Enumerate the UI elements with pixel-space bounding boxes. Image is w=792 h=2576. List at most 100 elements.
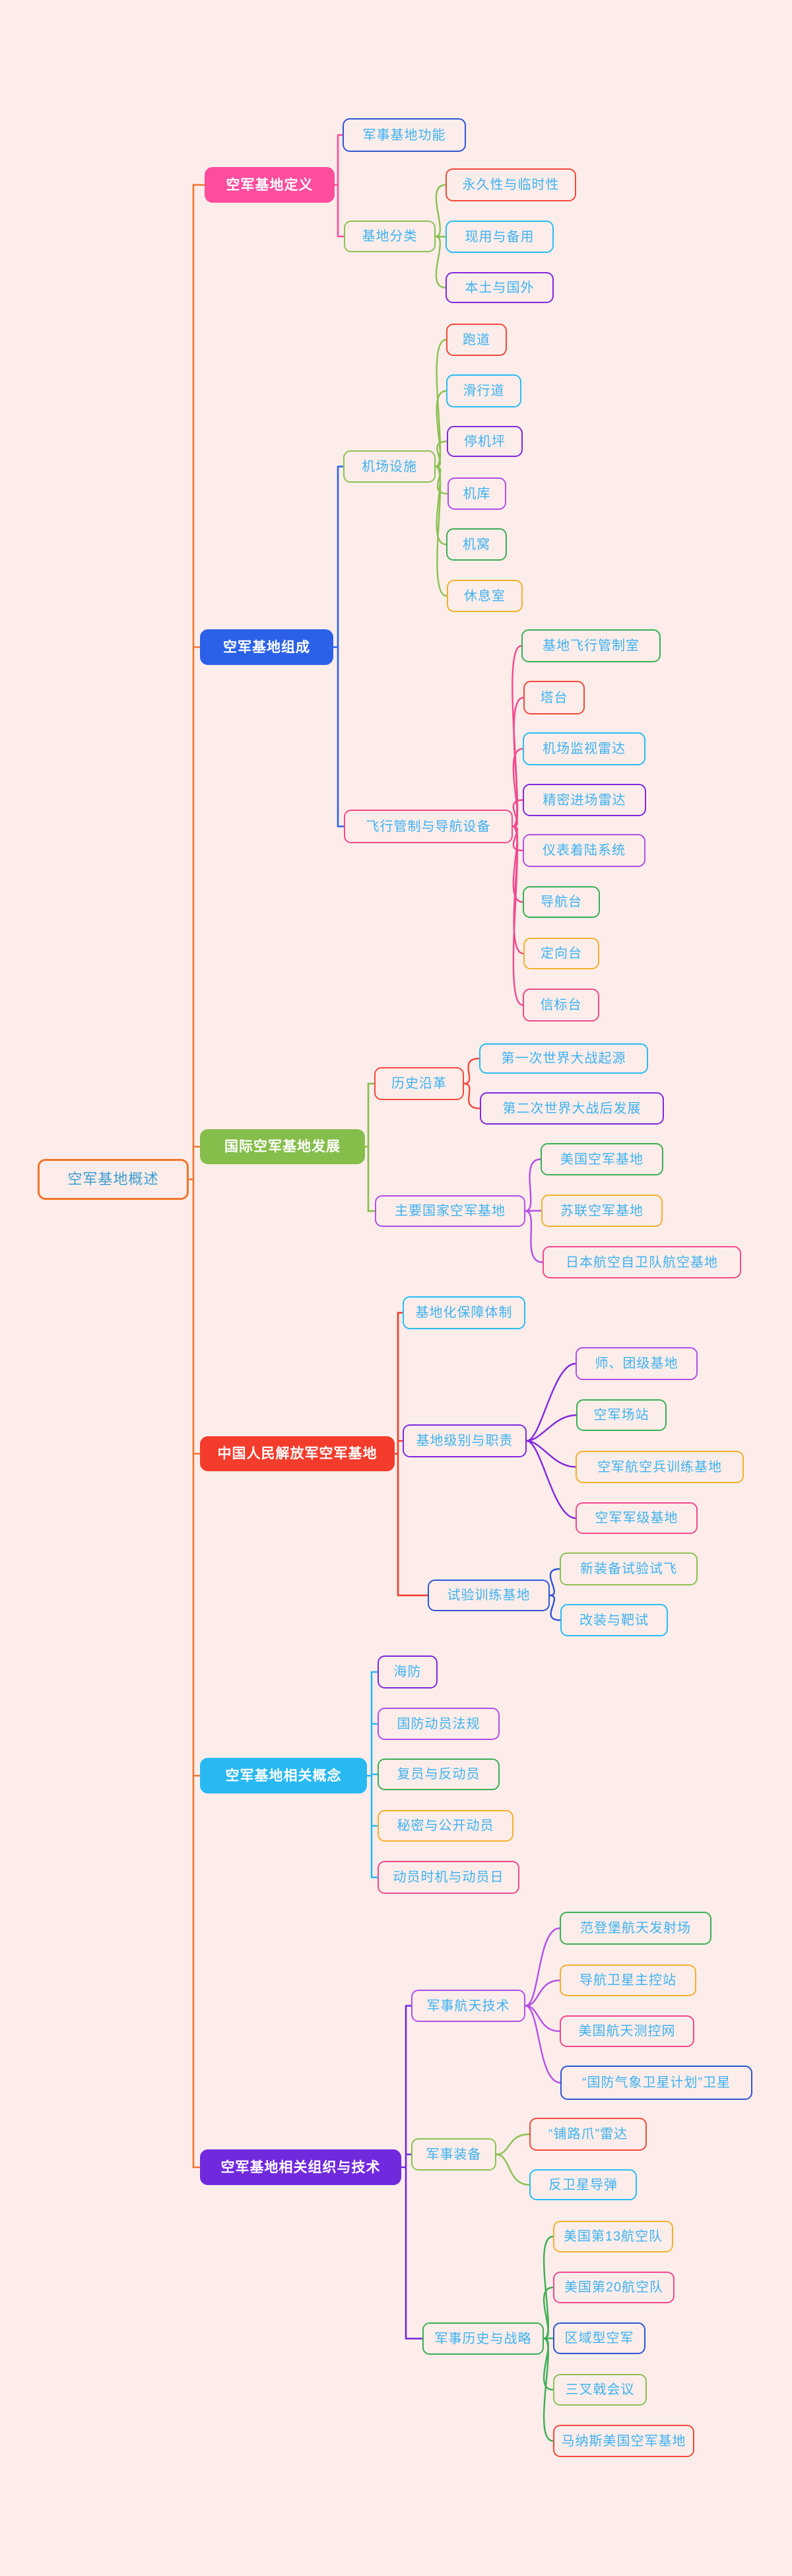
node-japanbase[interactable]: 日本航空自卫队航空基地 (543, 1246, 741, 1278)
edge-cls-perm (434, 184, 447, 238)
node-navaid[interactable]: 导航台 (523, 886, 600, 918)
edge-bracket-concept (366, 1671, 379, 1879)
node-vandenberg[interactable]: 范登堡航天发射场 (560, 1912, 711, 1945)
node-pla[interactable]: 中国人民解放军空军基地 (200, 1436, 395, 1471)
node-law[interactable]: 国防动员法规 (378, 1708, 500, 1740)
node-func[interactable]: 军事基地功能 (343, 118, 466, 152)
node-active[interactable]: 现用与备用 (446, 221, 554, 253)
node-sovietbase[interactable]: 苏联空军基地 (541, 1195, 663, 1227)
edge-hist-ww2 (463, 1082, 481, 1109)
edge-testbase-newequip (548, 1568, 561, 1597)
node-manas[interactable]: 马纳斯美国空军基地 (553, 2425, 694, 2457)
node-support[interactable]: 基地化保障体制 (403, 1296, 525, 1329)
node-comp[interactable]: 空军基地组成 (200, 629, 333, 665)
node-org[interactable]: 空军基地相关组织与技术 (200, 2149, 401, 2185)
node-trident[interactable]: 三叉戟会议 (553, 2374, 647, 2406)
node-asr[interactable]: 机场监视雷达 (523, 732, 645, 765)
node-levels[interactable]: 基地级别与职责 (403, 1424, 527, 1457)
node-corps[interactable]: 空军军级基地 (576, 1502, 698, 1534)
node-refit[interactable]: 改装与靶试 (560, 1604, 668, 1636)
edge-levels-corps (525, 1440, 577, 1519)
node-histwar[interactable]: 军事历史与战略 (422, 2322, 544, 2355)
node-testbase[interactable]: 试验训练基地 (428, 1580, 550, 1611)
node-training[interactable]: 空军航空兵训练基地 (576, 1451, 744, 1483)
node-nations[interactable]: 主要国家空军基地 (375, 1195, 525, 1227)
node-newequip[interactable]: 新装备试验试飞 (560, 1552, 698, 1585)
edge-levels-division (525, 1362, 577, 1442)
edge-bracket-intl (364, 1082, 376, 1212)
node-df[interactable]: 定向台 (523, 938, 599, 969)
edge-fac-apron (434, 440, 448, 468)
node-tower[interactable]: 塔台 (523, 681, 585, 714)
edge-bracket-comp (332, 466, 345, 827)
edge-space-vandenberg (524, 1927, 561, 2007)
node-ils[interactable]: 仪表着陆系统 (523, 834, 645, 867)
node-lounge[interactable]: 休息室 (447, 580, 523, 612)
node-division[interactable]: 师、团级基地 (576, 1347, 698, 1380)
edge-equip-paws (495, 2133, 531, 2155)
node-regional[interactable]: 区域型空军 (553, 2322, 645, 2354)
node-timing[interactable]: 动员时机与动员日 (378, 1861, 519, 1894)
edge-space-dmsp (524, 2005, 562, 2084)
edge-levels-station (525, 1414, 578, 1442)
edge-cls-homeland (434, 235, 447, 289)
node-def1[interactable]: 空军基地定义 (205, 167, 335, 203)
edge-bracket-pla (393, 1311, 429, 1597)
node-equip[interactable]: 军事装备 (411, 2138, 496, 2171)
node-coastal[interactable]: 海防 (378, 1655, 438, 1688)
node-apron[interactable]: 停机坪 (447, 426, 523, 457)
node-beacon[interactable]: 信标台 (523, 989, 599, 1022)
node-af13[interactable]: 美国第13航空队 (553, 2221, 673, 2252)
node-hist[interactable]: 历史沿革 (374, 1067, 464, 1100)
node-ctrl[interactable]: 基地飞行管制室 (521, 629, 661, 662)
node-root[interactable]: 空军基地概述 (38, 1159, 189, 1200)
edge-bracket-root (187, 184, 206, 2169)
node-af20[interactable]: 美国第20航空队 (553, 2272, 675, 2303)
node-taxiway[interactable]: 滑行道 (446, 374, 521, 407)
node-perm[interactable]: 永久性与临时性 (446, 168, 576, 201)
node-asat[interactable]: 反卫星导弹 (529, 2169, 637, 2200)
node-spacenet[interactable]: 美国航天测控网 (560, 2015, 694, 2047)
node-ww1[interactable]: 第一次世界大战起源 (479, 1043, 648, 1074)
edge-nations-usbase (524, 1158, 542, 1212)
edge-testbase-refit (548, 1594, 562, 1621)
node-hangar[interactable]: 机库 (447, 477, 506, 510)
node-nav[interactable]: 飞行管制与导航设备 (344, 810, 513, 843)
edge-equip-asat (495, 2153, 531, 2186)
node-space[interactable]: 军事航天技术 (411, 1990, 525, 2022)
node-paws[interactable]: “铺路爪”雷达 (529, 2118, 647, 2151)
edge-levels-training (525, 1440, 577, 1468)
node-demob[interactable]: 复员与反动员 (378, 1758, 500, 1790)
edge-space-navsat (524, 1979, 561, 2007)
node-cls[interactable]: 基地分类 (344, 221, 436, 252)
node-shelter[interactable]: 机窝 (446, 528, 507, 561)
node-dmsp[interactable]: “国防气象卫星计划”卫星 (560, 2066, 752, 2100)
node-homeland[interactable]: 本土与国外 (446, 272, 554, 303)
node-navsat[interactable]: 导航卫星主控站 (560, 1965, 696, 1996)
edge-space-spacenet (524, 2005, 561, 2033)
edge-nav-beacon (512, 825, 524, 1006)
node-usbase[interactable]: 美国空军基地 (541, 1143, 663, 1175)
edge-bracket-org (400, 2005, 424, 2340)
edge-nations-sovietbase (524, 1210, 543, 1212)
node-secret[interactable]: 秘密与公开动员 (378, 1810, 513, 1842)
edge-hist-ww1 (463, 1057, 480, 1085)
edge-histwar-af20 (543, 2286, 554, 2340)
edge-nations-japanbase (524, 1210, 544, 1263)
edge-nav-par (512, 799, 524, 827)
edge-fac-lounge (434, 466, 448, 597)
edge-bracket-def1 (333, 134, 345, 238)
node-intl[interactable]: 国际空军基地发展 (200, 1129, 365, 1164)
node-fac[interactable]: 机场设施 (343, 450, 436, 483)
edge-nav-asr (512, 748, 524, 827)
node-station[interactable]: 空军场站 (576, 1399, 667, 1431)
edge-fac-taxiway (434, 390, 447, 468)
node-runway[interactable]: 跑道 (446, 324, 507, 356)
node-concept[interactable]: 空军基地相关概念 (200, 1758, 367, 1793)
node-ww2[interactable]: 第二次世界大战后发展 (480, 1092, 664, 1125)
edge-histwar-manas (543, 2338, 554, 2442)
node-par[interactable]: 精密进场雷达 (523, 784, 646, 816)
edge-fac-hangar (434, 466, 449, 495)
